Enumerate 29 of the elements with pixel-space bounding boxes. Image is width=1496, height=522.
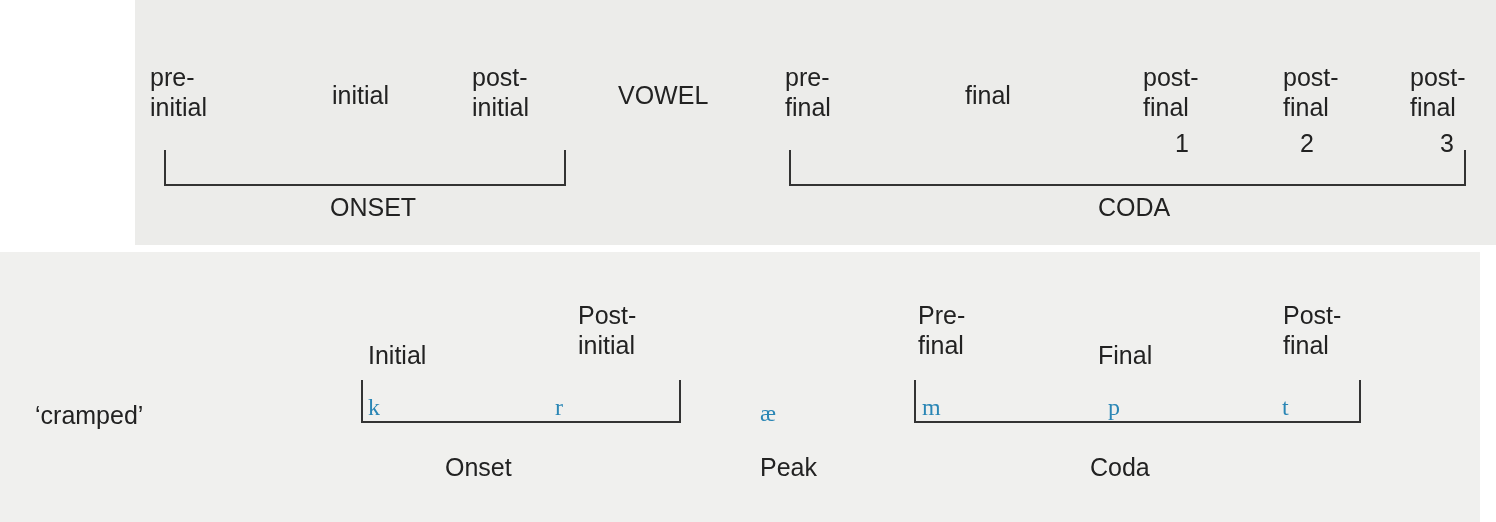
constituent-label: Coda (1090, 452, 1150, 482)
phoneme: t (1282, 393, 1289, 422)
constituent-label: Peak (760, 452, 817, 482)
constituent-label: Onset (445, 452, 512, 482)
phoneme: m (922, 393, 941, 422)
slot-number: 1 (1175, 128, 1189, 158)
slot-label: initial (332, 80, 389, 110)
slot-label: post- final (1143, 62, 1199, 122)
slot-label: Initial (368, 340, 427, 370)
phoneme: p (1108, 393, 1120, 422)
slot-label: post- initial (472, 62, 529, 122)
slot-label: post- final (1283, 62, 1339, 122)
slot-label: pre- initial (150, 62, 207, 122)
slot-label: Post- initial (578, 300, 637, 360)
slot-label: pre- final (785, 62, 831, 122)
slot-label: post- final (1410, 62, 1466, 122)
example-word: ‘cramped’ (35, 400, 144, 430)
slot-label: Final (1098, 340, 1153, 370)
slot-number: 3 (1440, 128, 1454, 158)
constituent-label: ONSET (330, 192, 417, 222)
constituent-label: CODA (1098, 192, 1171, 222)
slot-label: VOWEL (618, 80, 709, 110)
slot-label: Post- final (1283, 300, 1342, 360)
phoneme: æ (760, 399, 776, 428)
phoneme: r (555, 393, 563, 422)
slot-label: final (965, 80, 1011, 110)
phoneme: k (368, 393, 380, 422)
slot-label: Pre- final (918, 300, 966, 360)
slot-number: 2 (1300, 128, 1314, 158)
